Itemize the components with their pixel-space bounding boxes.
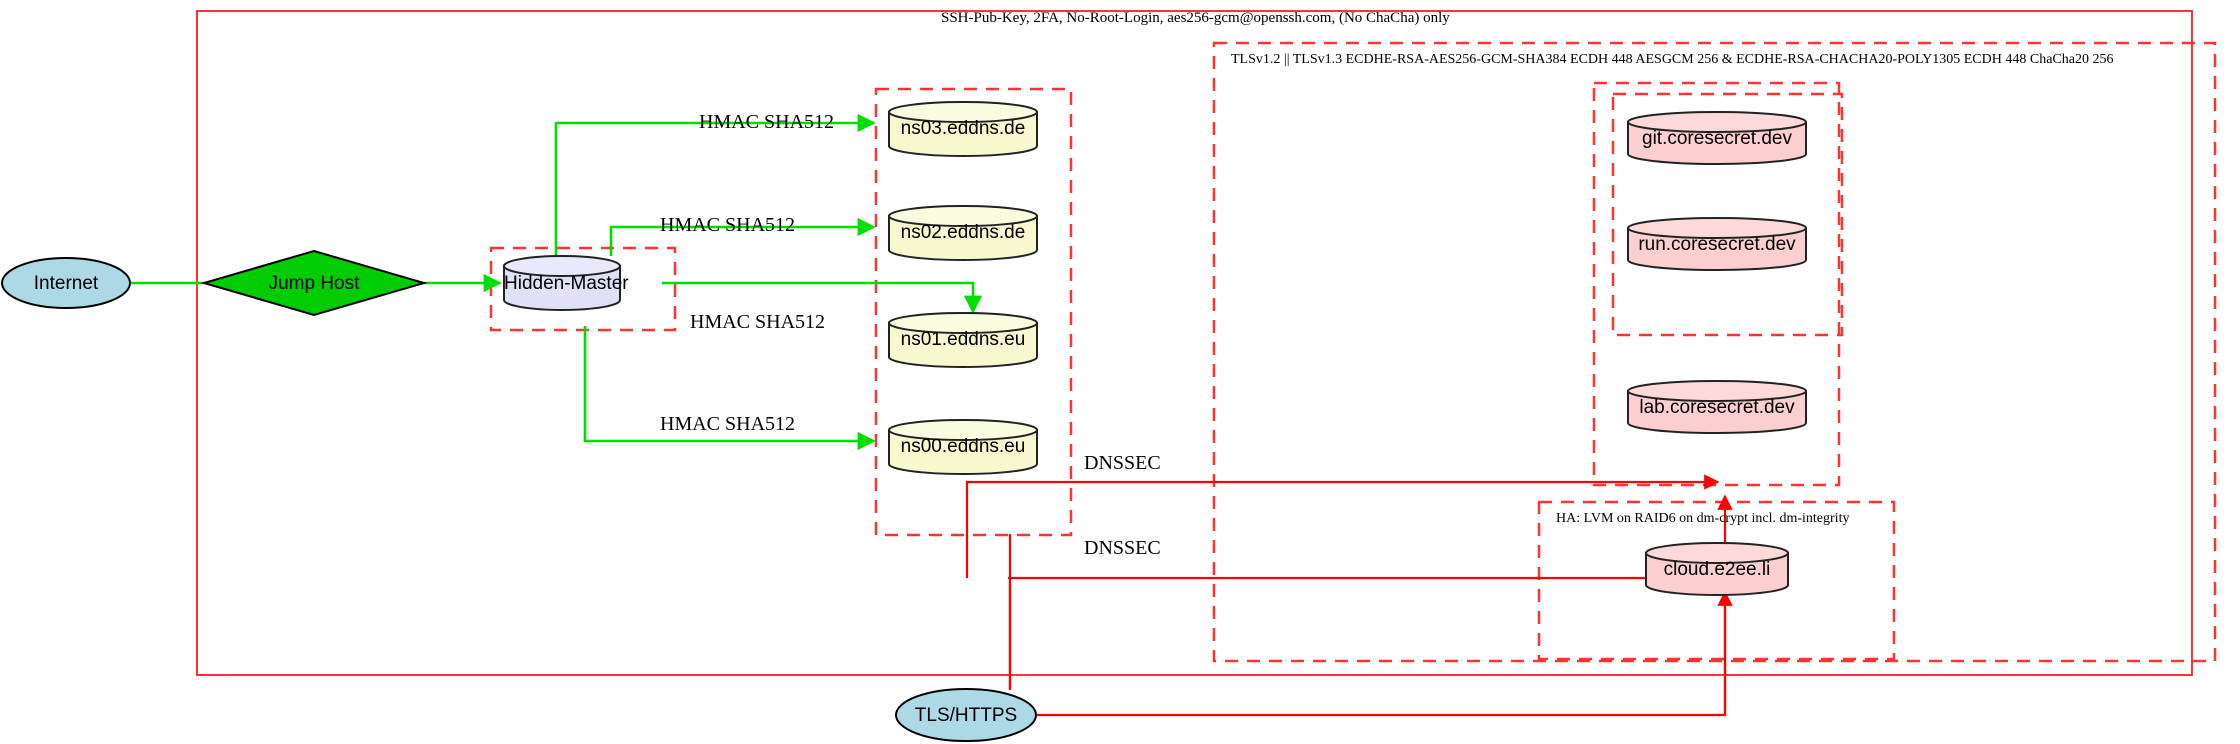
node-ns03[interactable] <box>888 101 1038 157</box>
edge-label-hmac-ns02: HMAC SHA512 <box>660 214 796 236</box>
edge-hiddenmaster-to-ns01 <box>662 281 983 314</box>
node-ns00[interactable] <box>888 419 1038 475</box>
cluster-outer-ssh <box>196 10 2193 676</box>
edge-hiddenmaster-to-ns02 <box>609 217 876 256</box>
cluster-label-ha: HA: LVM on RAID6 on dm-crypt incl. dm-in… <box>1556 511 1850 526</box>
cluster-coresecret-outer <box>1592 81 1841 487</box>
cluster-dns <box>874 87 1073 537</box>
edge-dnssec-to-coresecret <box>965 474 1720 490</box>
cluster-tls <box>1212 41 2217 663</box>
node-hidden-master[interactable] <box>503 255 621 311</box>
edge-tlshttps-to-ha <box>1036 590 1733 717</box>
cluster-ha <box>1537 500 1896 661</box>
cluster-label-outer-ssh: SSH-Pub-Key, 2FA, No-Root-Login, aes256-… <box>941 10 1450 26</box>
node-git-coresecret[interactable] <box>1627 111 1807 165</box>
edge-label-hmac-ns01: HMAC SHA512 <box>690 311 826 333</box>
node-ns02[interactable] <box>888 205 1038 261</box>
cluster-label-tls: TLSv1.2 || TLSv1.3 ECDHE-RSA-AES256-GCM-… <box>1231 52 2114 67</box>
edge-hiddenmaster-to-ns00 <box>583 326 876 451</box>
node-lab-coresecret[interactable] <box>1627 380 1807 434</box>
node-tls-https[interactable] <box>895 688 1037 742</box>
edge-label-dnssec-top: DNSSEC <box>1084 452 1161 474</box>
edge-label-hmac-ns00: HMAC SHA512 <box>660 413 796 435</box>
edge-label-dnssec-bottom: DNSSEC <box>1084 537 1161 559</box>
edge-label-hmac-ns03: HMAC SHA512 <box>699 111 835 133</box>
node-internet[interactable] <box>1 257 131 309</box>
node-jump-host[interactable] <box>200 249 428 317</box>
cluster-coresecret-inner <box>1611 92 1844 337</box>
edge-hiddenmaster-to-ns03 <box>554 113 876 256</box>
node-ns01[interactable] <box>888 312 1038 368</box>
node-run-coresecret[interactable] <box>1627 217 1807 271</box>
node-cloud-e2ee[interactable] <box>1645 542 1789 596</box>
